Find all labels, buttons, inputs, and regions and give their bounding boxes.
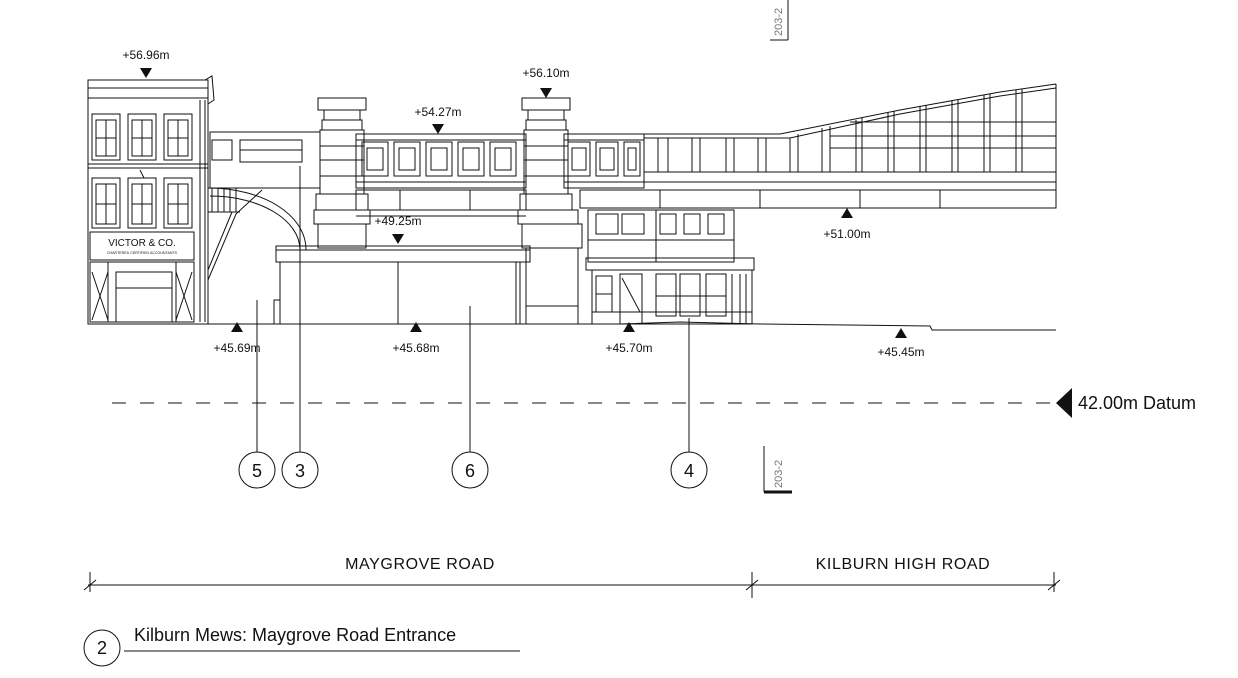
sign-name: VICTOR & CO.: [108, 238, 176, 249]
middle-windows: [91, 169, 193, 229]
level-up-icon: [623, 322, 635, 332]
terrace-building: [87, 75, 215, 325]
view-number-circle: [83, 629, 121, 667]
level-label: +49.25m: [374, 214, 421, 228]
level-down-icon: [140, 68, 152, 78]
bridge-deck: [209, 131, 1057, 217]
tag-circle: [670, 451, 708, 489]
pier-right: [517, 97, 583, 325]
level-marker: +45.45m: [877, 328, 925, 359]
section-marks: [763, 0, 792, 494]
level-markers: +56.96m +56.10m +54.27m +49.25m +51.00m …: [122, 48, 924, 359]
element-tags: 5 3 6 4: [238, 451, 708, 489]
girder-panels: [361, 141, 641, 177]
level-up-icon: [231, 322, 243, 332]
level-marker: +45.69m: [213, 322, 261, 355]
level-marker: +51.00m: [823, 208, 871, 241]
road-dimension: [83, 572, 1061, 598]
upper-windows: [88, 113, 208, 169]
stair-arch: [207, 187, 307, 325]
element-tag: 6: [451, 451, 489, 489]
level-up-icon: [410, 322, 422, 332]
road-label-maygrove: MAYGROVE ROAD: [345, 556, 495, 573]
tag-label: 6: [465, 461, 475, 481]
level-label: +45.45m: [877, 345, 924, 359]
tag-circle: [238, 451, 276, 489]
element-tag: 5: [238, 451, 276, 489]
tag-label: 4: [684, 461, 694, 481]
level-label: +45.68m: [392, 341, 439, 355]
entrance-canopy: [275, 245, 531, 325]
level-down-icon: [432, 124, 444, 134]
level-marker: +54.27m: [414, 105, 462, 134]
level-marker: +45.68m: [392, 322, 440, 355]
tag-label: 5: [252, 461, 262, 481]
glazed-canopy: [644, 83, 1057, 208]
shop-units: [585, 209, 755, 325]
tag-circle: [281, 451, 319, 489]
level-marker: +45.70m: [605, 322, 653, 355]
level-label: +45.70m: [605, 341, 652, 355]
level-marker: +49.25m: [374, 214, 422, 244]
level-marker: +56.96m: [122, 48, 170, 78]
tag-leaders: [256, 166, 690, 452]
drawing-title: Kilburn Mews: Maygrove Road Entrance: [134, 625, 456, 645]
element-tag: 4: [670, 451, 708, 489]
element-tag: 3: [281, 451, 319, 489]
level-up-icon: [895, 328, 907, 338]
section-label-top: 203-2: [773, 8, 785, 36]
view-number: 2: [97, 638, 107, 658]
tag-circle: [451, 451, 489, 489]
level-down-icon: [540, 88, 552, 98]
datum-label: 42.00m Datum: [1078, 393, 1196, 413]
datum-marker-icon: [1056, 388, 1072, 418]
level-label: +45.69m: [213, 341, 260, 355]
section-label-bottom: 203-2: [773, 460, 785, 488]
sign-subtitle: CHARTERED CERTIFIED ACCOUNTANTS: [107, 251, 178, 255]
level-label: +56.10m: [522, 66, 569, 80]
ground-line: [88, 321, 1056, 331]
level-down-icon: [392, 234, 404, 244]
tag-label: 3: [295, 461, 305, 481]
road-label-kilburn: KILBURN HIGH ROAD: [816, 556, 991, 573]
level-marker: +56.10m: [522, 66, 570, 98]
pier-left: [313, 97, 371, 249]
level-label: +51.00m: [823, 227, 870, 241]
shopfront: [89, 231, 195, 323]
level-label: +54.27m: [414, 105, 461, 119]
level-up-icon: [841, 208, 853, 218]
level-label: +56.96m: [122, 48, 169, 62]
